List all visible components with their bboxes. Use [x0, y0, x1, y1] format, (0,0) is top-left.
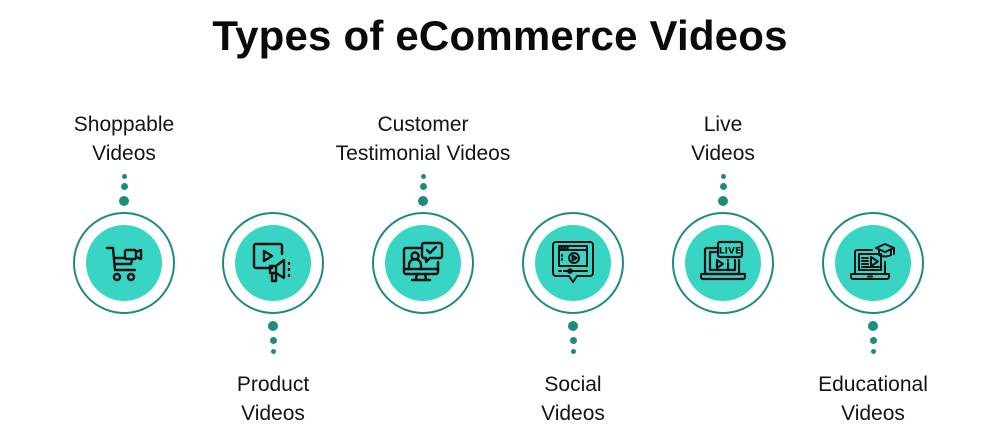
connector-dot — [420, 183, 427, 190]
video-megaphone-icon — [250, 240, 296, 286]
connector-dot — [270, 337, 277, 344]
label-line-1: Educational — [818, 373, 928, 396]
connector-dot — [421, 174, 426, 179]
svg-text:LIVE: LIVE — [719, 247, 741, 257]
connector-dot — [570, 337, 577, 344]
connector-dot — [720, 183, 727, 190]
connector-dot — [122, 174, 127, 179]
page-title: Types of eCommerce Videos — [212, 12, 788, 59]
icon-disc — [835, 225, 911, 301]
label-line-1: Customer — [377, 113, 469, 136]
outer-ring — [822, 212, 924, 314]
outer-ring — [522, 212, 624, 314]
label-line-1: Live — [703, 113, 743, 136]
label-line-2: Videos — [691, 142, 755, 165]
shopping-cart-video-icon — [101, 240, 147, 286]
connector-dot — [119, 196, 129, 206]
connector-dot — [870, 337, 877, 344]
label-line-2: Videos — [841, 402, 905, 425]
icon-disc — [385, 225, 461, 301]
label-line-2: Videos — [92, 142, 156, 165]
outer-ring — [73, 212, 175, 314]
connector-dot — [271, 349, 276, 354]
label-line-1: Product — [236, 373, 310, 396]
connector-dot — [571, 349, 576, 354]
item-label: Social Videos — [463, 370, 683, 428]
connector-dot — [418, 196, 428, 206]
label-line-2: Testimonial Videos — [335, 142, 511, 165]
monitor-testimonial-icon — [400, 240, 446, 286]
label-line-1: Social — [544, 373, 602, 396]
item-label: Live Videos — [613, 110, 833, 168]
item-label: Customer Testimonial Videos — [313, 110, 533, 168]
laptop-graduation-cap-icon — [850, 240, 896, 286]
social-video-bubble-icon — [550, 240, 596, 286]
icon-disc — [235, 225, 311, 301]
outer-ring — [672, 212, 774, 314]
label-line-2: Videos — [241, 402, 305, 425]
connector-dot — [868, 321, 878, 331]
item-label: Educational Videos — [763, 370, 983, 428]
connector-dot — [721, 174, 726, 179]
connector-dot — [871, 349, 876, 354]
live-laptop-icon: LIVE — [700, 240, 746, 286]
connector-dot — [268, 321, 278, 331]
outer-ring — [372, 212, 474, 314]
label-line-2: Videos — [541, 402, 605, 425]
item-label: Product Videos — [163, 370, 383, 428]
connector-dot — [121, 183, 128, 190]
connector-dot — [568, 321, 578, 331]
connector-dot — [718, 196, 728, 206]
outer-ring — [222, 212, 324, 314]
item-label: Shoppable Videos — [14, 110, 234, 168]
label-line-1: Shoppable — [73, 113, 175, 136]
